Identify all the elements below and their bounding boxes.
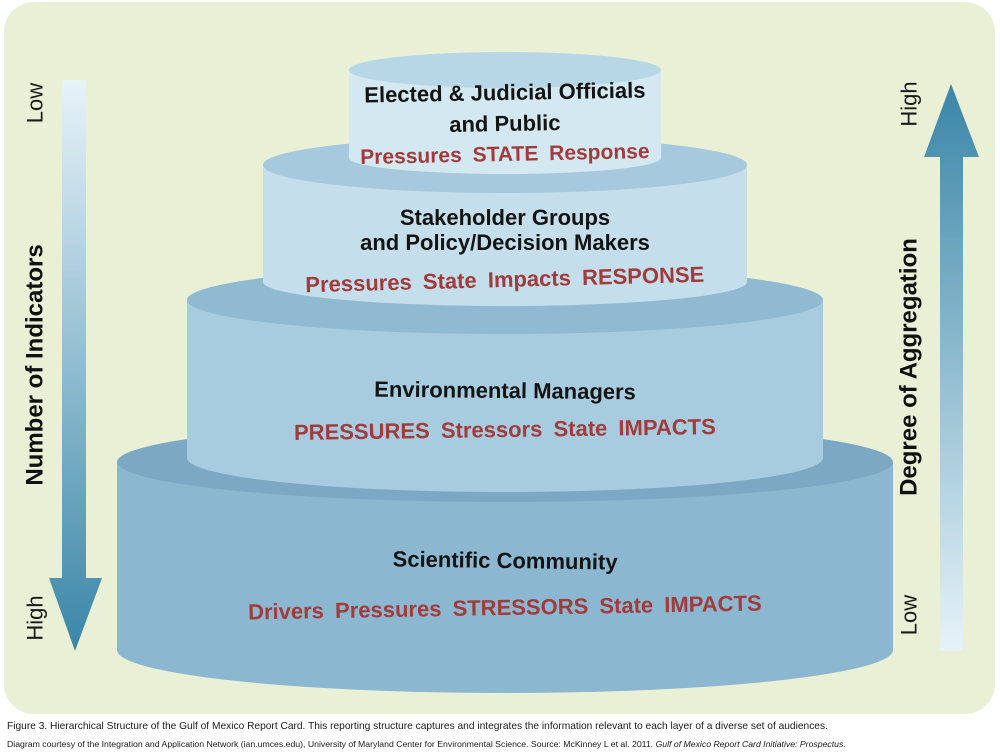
figure-caption: Figure 3. Hierarchical Structure of the … bbox=[7, 719, 997, 753]
indicator-word: IMPACTS bbox=[618, 414, 716, 440]
caption-credit: Diagram courtesy of the Integration and … bbox=[7, 739, 654, 749]
tier-indicator-list: Pressures STATE Response bbox=[360, 140, 650, 169]
indicator-word: State bbox=[423, 268, 477, 294]
indicator-word: PRESSURES bbox=[294, 418, 430, 445]
tier-audience-label: Elected & Judicial Officials bbox=[364, 78, 646, 108]
indicator-word: Impacts bbox=[487, 265, 571, 292]
right-axis-top-label: High bbox=[897, 81, 922, 126]
tier-audience-label: Scientific Community bbox=[392, 546, 618, 574]
left-axis-bottom-label: High bbox=[23, 595, 48, 640]
indicator-word: IMPACTS bbox=[664, 591, 762, 618]
caption-line-2: Diagram courtesy of the Integration and … bbox=[7, 735, 997, 753]
indicator-word: Pressures bbox=[360, 144, 462, 169]
indicator-word: State bbox=[599, 592, 653, 618]
indicator-word: Pressures bbox=[335, 596, 442, 623]
indicator-word: RESPONSE bbox=[582, 262, 705, 290]
tier-top bbox=[349, 52, 661, 88]
indicator-word: Stressors bbox=[441, 416, 543, 442]
tier-indicator-list: Drivers Pressures STRESSORS State IMPACT… bbox=[248, 591, 762, 625]
indicator-word: State bbox=[553, 416, 607, 442]
indicator-word: STATE bbox=[472, 142, 538, 166]
tier-indicator-list: PRESSURES Stressors State IMPACTS bbox=[294, 414, 716, 445]
indicator-word: Drivers bbox=[248, 598, 324, 624]
right-axis: High Degree of Aggregation Low bbox=[896, 81, 979, 651]
tier-indicator-list: Pressures State Impacts RESPONSE bbox=[305, 262, 705, 297]
right-axis-title: Degree of Aggregation bbox=[896, 238, 923, 496]
up-arrow-icon bbox=[924, 84, 979, 651]
left-axis-title: Number of Indicators bbox=[22, 244, 49, 485]
indicator-word: Response bbox=[549, 140, 650, 165]
tier-elected-officials-public: Elected & Judicial Officials and Public … bbox=[349, 52, 661, 174]
report-card-hierarchy-diagram: Low Number of Indicators High High Degre… bbox=[4, 2, 995, 714]
tier-body bbox=[349, 70, 661, 174]
left-axis-top-label: Low bbox=[23, 83, 48, 123]
caption-source-title: Gulf of Mexico Report Card Initiative: P… bbox=[655, 739, 846, 749]
tier-audience-label: Stakeholder Groups bbox=[400, 205, 610, 230]
tier-body bbox=[187, 300, 823, 492]
tier-audience-label: Environmental Managers bbox=[374, 377, 636, 405]
indicator-word: STRESSORS bbox=[452, 594, 588, 621]
right-axis-bottom-label: Low bbox=[897, 595, 922, 635]
indicator-word: Pressures bbox=[305, 269, 412, 297]
down-arrow-icon bbox=[49, 80, 102, 651]
caption-line-1: Figure 3. Hierarchical Structure of the … bbox=[7, 721, 828, 732]
tier-audience-label: and Policy/Decision Makers bbox=[360, 230, 650, 255]
tier-body bbox=[117, 462, 893, 693]
tier-audience-label: and Public bbox=[449, 110, 561, 137]
tier-body bbox=[263, 165, 747, 306]
left-axis: Low Number of Indicators High bbox=[22, 80, 102, 651]
